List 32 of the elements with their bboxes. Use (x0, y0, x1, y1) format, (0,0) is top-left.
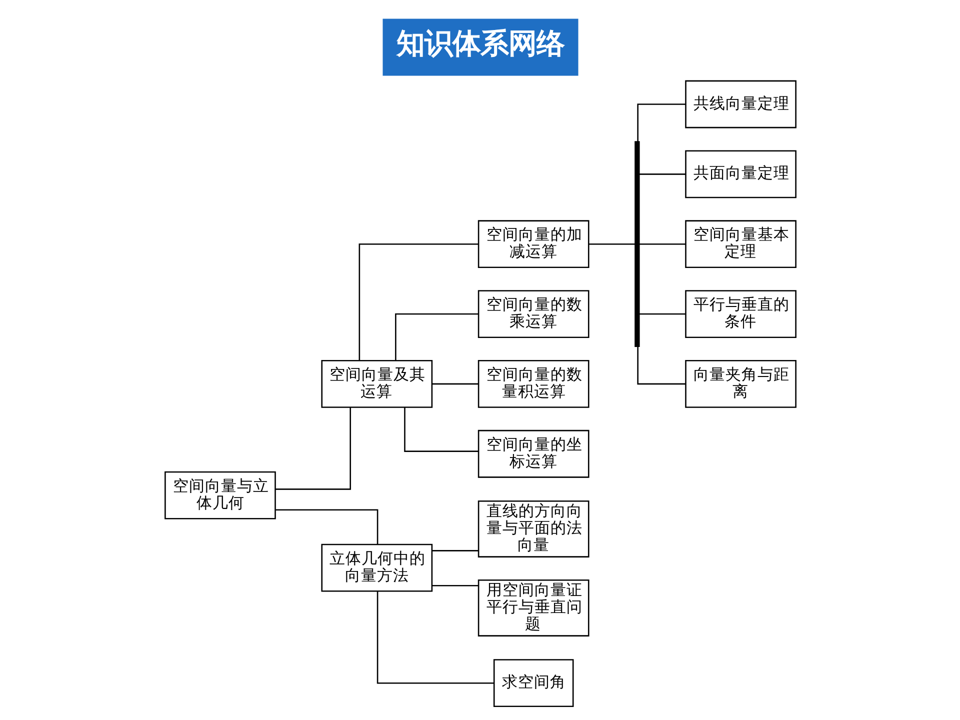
node-box: 平行与垂直的条件 (684, 290, 796, 338)
node-box: 空间向量的坐标运算 (477, 430, 589, 478)
connector (274, 407, 350, 490)
node-box: 空间向量及其运算 (320, 360, 432, 408)
node-box: 空间向量的加减运算 (477, 220, 589, 268)
connector (636, 104, 686, 142)
connector (394, 313, 478, 360)
node-bar (634, 141, 640, 348)
node-box: 立体几何中的向量方法 (320, 544, 432, 592)
connector (638, 313, 686, 315)
connector (404, 408, 478, 452)
node-box: 用空间向量证平行与垂直问题 (477, 580, 589, 636)
node-box: 求空间角 (492, 659, 574, 708)
connector (275, 509, 378, 544)
node-box: 空间向量的数乘运算 (477, 290, 589, 338)
diagram-title: 知识体系网络 (396, 27, 564, 60)
connector (376, 591, 494, 684)
node-box: 空间向量与立体几何 (164, 471, 276, 520)
connector (588, 243, 635, 245)
connector (432, 383, 478, 385)
connector (432, 550, 478, 552)
connector (636, 346, 686, 385)
connector (358, 243, 478, 360)
node-box: 直线的方向向量与平面的法向量 (477, 500, 589, 558)
connector (638, 174, 686, 175)
node-box: 空间向量的数量积运算 (477, 360, 589, 408)
node-box: 共面向量定理 (684, 150, 796, 198)
connector (638, 243, 686, 245)
connector (432, 585, 478, 586)
node-box: 空间向量基本定理 (684, 220, 796, 268)
node-box: 向量夹角与距离 (684, 360, 796, 408)
node-box: 共线向量定理 (684, 80, 796, 128)
